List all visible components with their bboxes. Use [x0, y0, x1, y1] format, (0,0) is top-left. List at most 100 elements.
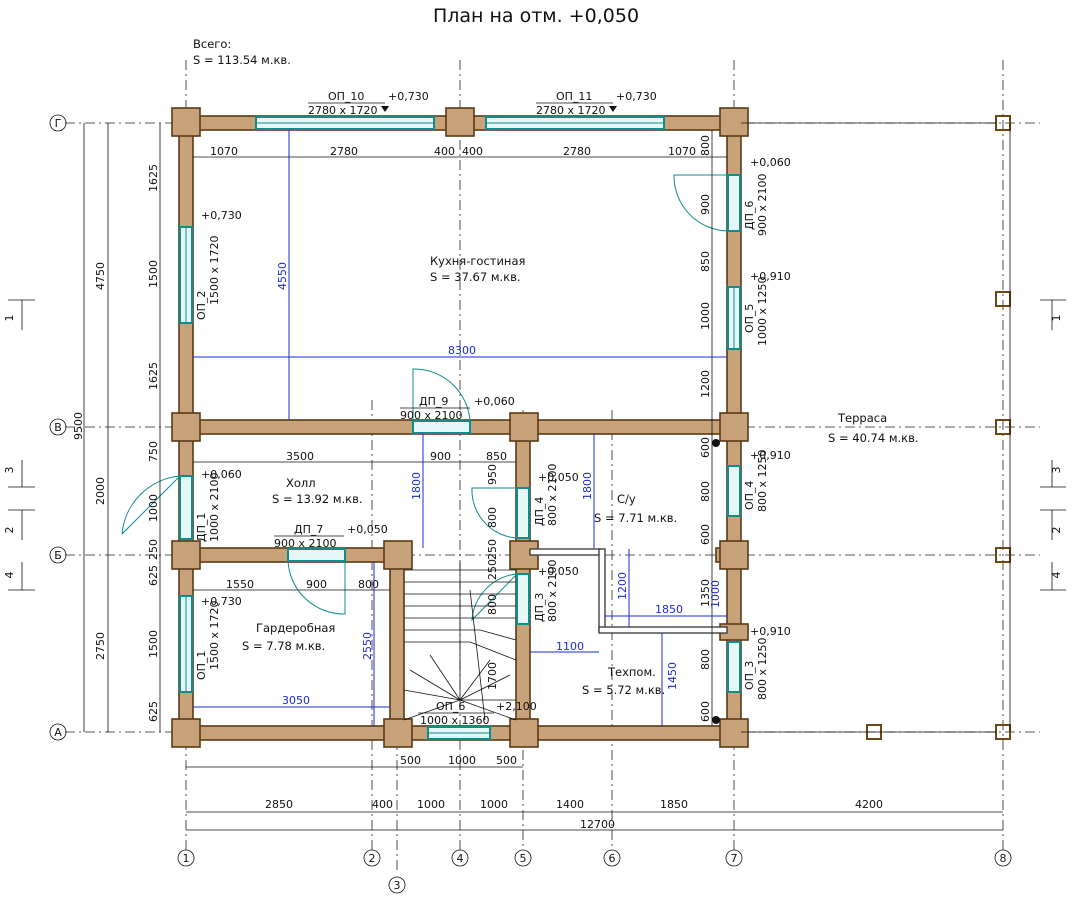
svg-text:ОП_1: ОП_1 — [195, 651, 208, 680]
svg-text:3500: 3500 — [286, 450, 314, 463]
svg-text:В: В — [54, 421, 62, 434]
svg-text:ДП_6: ДП_6 — [743, 201, 756, 230]
svg-text:800: 800 — [358, 578, 379, 591]
svg-text:ДП_7: ДП_7 — [294, 523, 323, 536]
svg-text:4550: 4550 — [276, 262, 289, 290]
opening-labels: ОП_10 2780 x 1720 +0,730 ОП_11 2780 x 17… — [201, 90, 791, 727]
svg-text:Г: Г — [55, 117, 62, 130]
svg-text:850: 850 — [699, 251, 712, 272]
room-name: Кухня-гостиная — [430, 254, 525, 268]
svg-text:900 x 2100: 900 x 2100 — [756, 174, 769, 237]
svg-text:6: 6 — [609, 852, 616, 865]
total-label: Всего: — [193, 37, 231, 51]
svg-text:3050: 3050 — [282, 694, 310, 707]
top-dimensions: 1070 2780 400 400 2780 1070 — [210, 145, 696, 158]
svg-text:+2,100: +2,100 — [496, 700, 537, 713]
svg-text:ОП_4: ОП_4 — [743, 481, 756, 510]
svg-text:900 x 2100: 900 x 2100 — [400, 409, 463, 422]
svg-text:800 x 1250: 800 x 1250 — [756, 450, 769, 513]
svg-text:1200: 1200 — [699, 370, 712, 398]
svg-text:900: 900 — [306, 578, 327, 591]
axis-markers-y: Г В Б А — [49, 114, 67, 741]
svg-text:2850: 2850 — [265, 798, 293, 811]
right-wall-dimensions: 800 900 850 1000 1200 600 800 600 1350 8… — [699, 135, 712, 722]
svg-text:800: 800 — [699, 135, 712, 156]
plan-title: План на отм. +0,050 — [433, 5, 639, 27]
svg-text:625: 625 — [147, 565, 160, 586]
svg-text:625: 625 — [147, 701, 160, 722]
svg-text:+0,910: +0,910 — [750, 625, 791, 638]
room-area: S = 37.67 м.кв. — [430, 270, 521, 284]
svg-text:+0,050: +0,050 — [347, 523, 388, 536]
svg-text:3: 3 — [1050, 467, 1063, 474]
svg-text:3: 3 — [394, 879, 401, 892]
svg-text:800: 800 — [486, 594, 499, 615]
svg-text:2780: 2780 — [563, 145, 591, 158]
svg-text:1000: 1000 — [480, 798, 508, 811]
svg-text:2780 x 1720: 2780 x 1720 — [308, 104, 378, 117]
svg-text:1: 1 — [3, 315, 16, 322]
svg-text:2780 x 1720: 2780 x 1720 — [536, 104, 606, 117]
svg-text:ДП_3: ДП_3 — [533, 593, 546, 622]
svg-text:1500 x 1720: 1500 x 1720 — [208, 236, 221, 306]
svg-text:2: 2 — [3, 527, 16, 534]
blue-dimensions: 4550 8300 1800 1800 1200 1850 1000 1100 … — [193, 130, 727, 726]
svg-text:1000 x 2100: 1000 x 2100 — [208, 473, 221, 543]
svg-text:+0,730: +0,730 — [201, 209, 242, 222]
svg-text:Б: Б — [54, 549, 62, 562]
svg-text:1850: 1850 — [655, 603, 683, 616]
svg-text:1070: 1070 — [210, 145, 238, 158]
bottom-dimensions: 500 1000 500 2850 400 1000 1000 1400 185… — [265, 754, 883, 831]
svg-text:950: 950 — [486, 464, 499, 485]
axis-markers-x: 1 2 3 4 5 6 7 8 — [177, 849, 1012, 894]
svg-text:800: 800 — [486, 507, 499, 528]
svg-text:1500: 1500 — [147, 630, 160, 658]
svg-text:4: 4 — [3, 572, 16, 579]
svg-text:1000 x 1360: 1000 x 1360 — [420, 714, 490, 727]
section-markers: 1 1 2 2 3 3 4 4 — [3, 299, 1066, 591]
room-area: S = 5.72 м.кв. — [582, 683, 665, 697]
svg-text:1070: 1070 — [668, 145, 696, 158]
svg-text:1: 1 — [1050, 315, 1063, 322]
room-name: С/у — [617, 492, 636, 506]
svg-text:ОП_10: ОП_10 — [328, 90, 364, 103]
svg-text:800 x 2100: 800 x 2100 — [546, 464, 559, 527]
svg-text:8300: 8300 — [448, 344, 476, 357]
svg-text:1400: 1400 — [556, 798, 584, 811]
svg-text:1625: 1625 — [147, 164, 160, 192]
svg-text:А: А — [54, 726, 62, 739]
svg-text:2: 2 — [1050, 527, 1063, 534]
room-area: S = 13.92 м.кв. — [272, 492, 363, 506]
svg-text:12700: 12700 — [580, 818, 615, 831]
inner-dimensions: 3500 900 850 1550 900 800 950 800 250 25… — [193, 450, 507, 690]
svg-text:400: 400 — [372, 798, 393, 811]
svg-text:9500: 9500 — [72, 412, 85, 440]
room-name: Холл — [286, 476, 316, 490]
svg-text:1000: 1000 — [709, 580, 722, 608]
svg-text:600: 600 — [699, 524, 712, 545]
room-area: S = 40.74 м.кв. — [828, 431, 919, 445]
svg-text:ОП_6: ОП_6 — [436, 700, 465, 713]
techroom-partition — [529, 548, 728, 634]
svg-text:5: 5 — [520, 852, 527, 865]
svg-text:4200: 4200 — [855, 798, 883, 811]
svg-text:3: 3 — [3, 467, 16, 474]
svg-text:500: 500 — [496, 754, 517, 767]
svg-text:1625: 1625 — [147, 362, 160, 390]
total-area: S = 113.54 м.кв. — [193, 53, 291, 67]
svg-text:2750: 2750 — [94, 632, 107, 660]
svg-text:+0,060: +0,060 — [201, 468, 242, 481]
terrace-posts — [712, 115, 1011, 740]
svg-text:1450: 1450 — [666, 662, 679, 690]
svg-text:1100: 1100 — [556, 640, 584, 653]
svg-text:+0,060: +0,060 — [474, 395, 515, 408]
svg-text:4: 4 — [457, 852, 464, 865]
svg-text:900: 900 — [430, 450, 451, 463]
windows — [179, 116, 741, 740]
left-dimensions: 9500 4750 2000 2750 1625 1500 1625 750 1… — [72, 164, 160, 722]
room-name: Техпом. — [607, 665, 656, 679]
svg-text:250: 250 — [486, 559, 499, 580]
svg-text:800: 800 — [699, 481, 712, 502]
svg-text:1800: 1800 — [581, 472, 594, 500]
svg-text:ДП_4: ДП_4 — [533, 497, 546, 526]
